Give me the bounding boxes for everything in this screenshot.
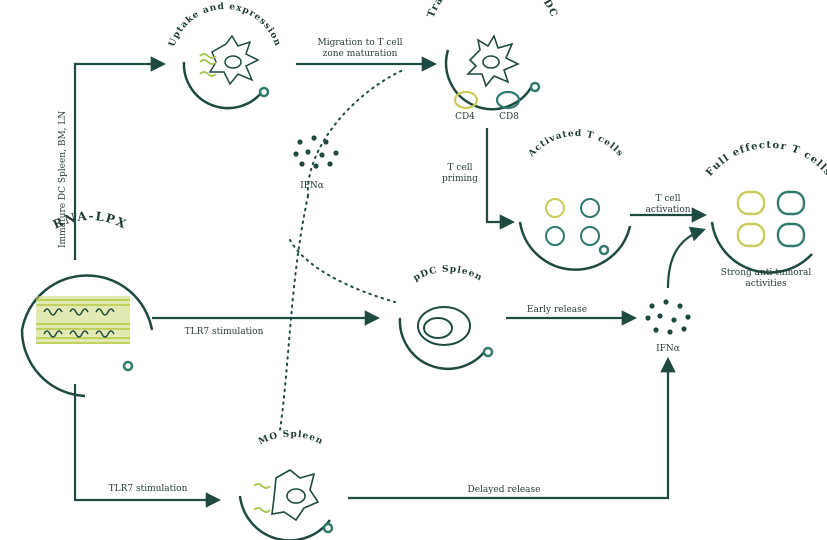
- label-full-effector-note: Strong anti-tumoral activities: [716, 268, 816, 290]
- handle-dot: [122, 360, 134, 372]
- dotted-ifn-to-pdc: [289, 239, 396, 303]
- node-pdc-spleen: pDC Spleen: [398, 265, 494, 371]
- label-tcell-priming-line1: T cell: [447, 163, 473, 173]
- label-ifn-top: IFNα: [300, 181, 324, 191]
- pdc-cell-icon: [417, 306, 471, 346]
- label-full-effector-note-line1: Strong anti-tumoral: [720, 268, 812, 278]
- dotted-links: [279, 69, 404, 431]
- label-tcell-priming-line2: priming: [442, 174, 478, 184]
- label-migration-line1: Migration to T cell: [317, 38, 403, 48]
- label-cd8: CD8: [499, 112, 519, 122]
- label-migration-line2: zone maturation: [322, 49, 398, 59]
- label-cd4: CD4: [455, 112, 475, 122]
- macrophage-icon: [253, 469, 320, 522]
- activated-tcells-title: Activated T cells: [526, 129, 625, 160]
- arrow-mo-to-ifn: [348, 356, 676, 500]
- dotted-ifn-to-migration: [306, 69, 404, 197]
- mature-dc-icon: [466, 34, 520, 88]
- label-tlr7-bottom: TLR7 stimulation: [108, 484, 188, 494]
- node-uptake: Uptake and expression: [167, 2, 282, 110]
- rna-lpx-icon: [36, 296, 130, 344]
- label-tcell-priming: T cell priming: [438, 163, 482, 185]
- mo-spleen-title: MO Spleen: [257, 430, 325, 448]
- dendritic-cell-icon: [199, 34, 260, 86]
- arrow-ifn-to-full: [666, 226, 706, 289]
- label-tcell-activation-line2: activation: [645, 205, 691, 215]
- label-migration: Migration to T cell zone maturation: [312, 38, 408, 60]
- node-full-effector: Full effector T cells: [704, 140, 827, 274]
- activated-tcell-icons: [545, 198, 600, 246]
- node-rna-lpx: RNA-LPX: [20, 209, 154, 398]
- label-full-effector-note-line2: activities: [745, 279, 787, 289]
- arrow-rna-to-mo: [73, 384, 222, 508]
- node-mo-spleen: MO Spleen: [238, 430, 334, 540]
- label-tlr7-mid: TLR7 stimulation: [184, 327, 264, 337]
- ifn-dots-top: [293, 135, 339, 169]
- label-tcell-activation: T cell activation: [640, 194, 696, 216]
- effector-tcell-icons: [736, 190, 806, 248]
- label-early-release: Early release: [526, 305, 588, 315]
- transfected-dc-title: Transfected, mature DC: [426, 0, 560, 19]
- arrow-rna-to-uptake: [73, 56, 167, 260]
- label-immature-dc: Immature DC Spleen, BM, LN: [58, 110, 68, 248]
- arrow-dc-to-activated: [485, 128, 516, 230]
- label-delayed-release: Delayed release: [467, 485, 541, 495]
- full-effector-title: Full effector T cells: [704, 140, 827, 179]
- label-ifn-right: IFNα: [656, 344, 680, 354]
- pdc-spleen-title: pDC Spleen: [412, 265, 484, 284]
- cd8-cell-icon: [495, 90, 521, 110]
- node-activated-tcells: Activated T cells: [518, 129, 632, 271]
- dotted-ifn-to-mo: [279, 195, 309, 431]
- label-tcell-activation-line1: T cell: [655, 194, 681, 204]
- node-transfected-dc: Transfected, mature DC: [426, 0, 560, 111]
- connectors: [73, 56, 708, 508]
- cd4-cell-icon: [453, 90, 479, 110]
- uptake-title: Uptake and expression: [167, 2, 282, 48]
- ifn-dots-right: [645, 299, 691, 335]
